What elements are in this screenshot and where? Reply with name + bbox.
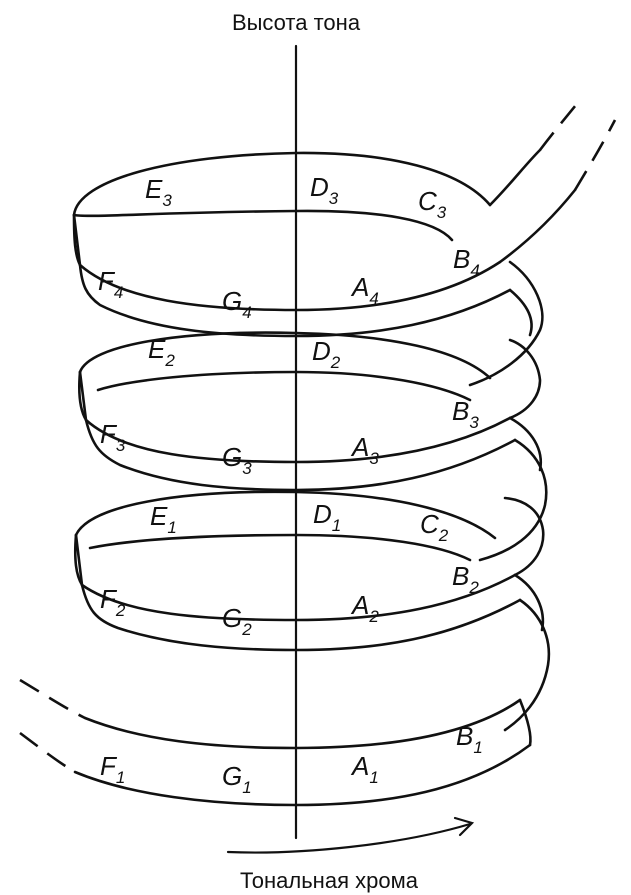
note-label-a4: A4 bbox=[350, 272, 379, 308]
note-label-c2: C2 bbox=[420, 509, 449, 545]
note-label-b4: B4 bbox=[453, 244, 480, 280]
note-octave-index: 2 bbox=[368, 607, 379, 626]
descend-1-to-0-inner bbox=[515, 575, 543, 630]
note-label-e3: E3 bbox=[145, 174, 172, 210]
note-octave-index: 2 bbox=[115, 601, 126, 620]
note-letter: C bbox=[418, 186, 437, 216]
note-letter: D bbox=[312, 336, 331, 366]
note-label-g3: G3 bbox=[222, 442, 252, 478]
note-octave-index: 1 bbox=[369, 768, 378, 787]
note-label-b3: B3 bbox=[452, 396, 479, 432]
note-octave-index: 4 bbox=[470, 261, 479, 280]
note-letter: E bbox=[150, 501, 168, 531]
loop-low-back-inner bbox=[90, 535, 470, 560]
note-octave-index: 1 bbox=[242, 778, 251, 797]
note-label-f3: F3 bbox=[100, 419, 126, 455]
note-label-a1: A1 bbox=[350, 751, 379, 787]
loop-mid-back-inner bbox=[98, 372, 470, 400]
note-letter: B bbox=[453, 244, 470, 274]
ribbon-down-dash-2 bbox=[20, 733, 75, 772]
loop-top-back-inner bbox=[74, 211, 452, 240]
loop-low-front-lower bbox=[82, 585, 520, 650]
note-octave-index: 3 bbox=[116, 436, 126, 455]
note-label-a3: A3 bbox=[350, 432, 379, 468]
note-letter: A bbox=[350, 590, 369, 620]
note-letter: D bbox=[310, 172, 329, 202]
note-label-b1: B1 bbox=[456, 721, 483, 757]
note-octave-index: 3 bbox=[162, 191, 172, 210]
note-letter: A bbox=[350, 272, 369, 302]
loop-low-right-up bbox=[505, 498, 543, 575]
note-octave-index: 3 bbox=[369, 449, 379, 468]
note-octave-index: 4 bbox=[369, 289, 378, 308]
note-label-e1: E1 bbox=[150, 501, 177, 537]
note-letter: B bbox=[452, 561, 469, 591]
note-octave-index: 4 bbox=[114, 283, 123, 302]
note-octave-index: 3 bbox=[437, 203, 447, 222]
note-label-g4: G4 bbox=[222, 286, 252, 322]
note-label-e2: E2 bbox=[148, 334, 175, 370]
note-label-g2: G2 bbox=[222, 603, 252, 639]
note-label-f2: F2 bbox=[100, 584, 126, 620]
note-letter: D bbox=[313, 499, 332, 529]
loop-mid-front-upper bbox=[79, 372, 510, 462]
note-label-f4: F4 bbox=[98, 266, 123, 302]
note-letter: G bbox=[222, 442, 242, 472]
note-octave-index: 1 bbox=[473, 738, 482, 757]
note-label-g1: G1 bbox=[222, 761, 252, 797]
note-letter: A bbox=[350, 751, 369, 781]
ribbon-up-dash-2 bbox=[575, 120, 615, 190]
note-octave-index: 3 bbox=[329, 189, 339, 208]
note-octave-index: 1 bbox=[332, 516, 341, 535]
note-label-d3: D3 bbox=[310, 172, 339, 208]
note-label-b2: B2 bbox=[452, 561, 479, 597]
note-octave-index: 2 bbox=[438, 526, 449, 545]
note-label-d1: D1 bbox=[313, 499, 341, 535]
ribbon-up-upper bbox=[490, 150, 540, 205]
axis-top-label: Высота тона bbox=[232, 10, 361, 35]
bottom-band-upper bbox=[85, 700, 520, 748]
note-octave-index: 2 bbox=[164, 351, 175, 370]
descend-2-to-1-inner bbox=[510, 418, 541, 470]
loop-mid-front-lower bbox=[86, 420, 515, 490]
note-letter: B bbox=[452, 396, 469, 426]
note-label-d2: D2 bbox=[312, 336, 341, 372]
note-octave-index: 1 bbox=[167, 518, 176, 537]
note-octave-index: 1 bbox=[116, 768, 125, 787]
note-letter: E bbox=[145, 174, 163, 204]
note-letter: E bbox=[148, 334, 166, 364]
note-letter: A bbox=[350, 432, 369, 462]
note-label-c3: C3 bbox=[418, 186, 447, 222]
note-octave-index: 2 bbox=[330, 353, 341, 372]
note-letter: B bbox=[456, 721, 473, 751]
descend-3-to-2-inner bbox=[510, 290, 532, 335]
note-octave-index: 4 bbox=[242, 303, 251, 322]
chroma-arrow-line bbox=[228, 824, 470, 853]
note-letter: G bbox=[222, 761, 242, 791]
note-octave-index: 3 bbox=[242, 459, 252, 478]
note-octave-index: 3 bbox=[469, 413, 479, 432]
note-octave-index: 2 bbox=[468, 578, 479, 597]
ribbon-up-lower bbox=[500, 190, 575, 262]
note-letter: G bbox=[222, 286, 242, 316]
ribbon-up-dash-1 bbox=[540, 100, 580, 150]
bottom-band-lower bbox=[75, 745, 530, 805]
axis-bottom-label: Тональная хрома bbox=[240, 868, 419, 893]
note-letter: G bbox=[222, 603, 242, 633]
note-octave-index: 2 bbox=[241, 620, 252, 639]
ribbon-down-dash-1 bbox=[20, 680, 85, 718]
note-letter: C bbox=[420, 509, 439, 539]
note-label-a2: A2 bbox=[350, 590, 379, 626]
